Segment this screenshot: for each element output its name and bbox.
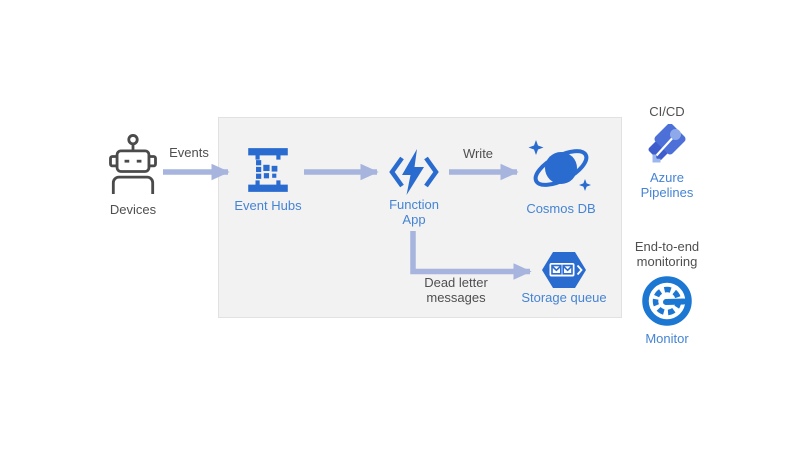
- monitor-gauge-icon: [642, 276, 692, 326]
- storage-queue-hexagon-icon: [542, 252, 586, 288]
- node-event-hubs: Event Hubs: [234, 145, 302, 213]
- monitor-label: Monitor: [645, 331, 689, 346]
- azure-pipelines-label: Azure Pipelines: [640, 170, 694, 201]
- cosmos-db-planet-icon: [528, 140, 591, 191]
- event-hubs-icon: [248, 148, 288, 192]
- edge-label-dead-letter-messages: Dead letter messages: [424, 275, 488, 306]
- event-hubs-label: Event Hubs: [234, 198, 302, 213]
- storage-queue-label: Storage queue: [521, 290, 607, 305]
- devices-label: Devices: [109, 202, 157, 217]
- node-cosmos-db: Cosmos DB: [526, 137, 596, 216]
- node-monitor: End-to-end monitoring Monitor: [635, 239, 699, 346]
- node-function-app: Function App: [387, 148, 441, 227]
- node-storage-queue: Storage queue: [521, 251, 607, 305]
- cosmos-db-label: Cosmos DB: [526, 201, 596, 216]
- function-app-lightning-icon: [389, 149, 439, 195]
- edge-label-write: Write: [462, 146, 494, 161]
- function-app-label: Function App: [389, 197, 439, 228]
- robot-icon: [109, 134, 157, 194]
- node-devices: Devices: [103, 132, 163, 217]
- edge-label-events: Events: [169, 145, 209, 160]
- azure-pipelines-rocket-icon: [648, 124, 686, 163]
- cicd-annotation: CI/CD: [649, 104, 685, 119]
- node-azure-pipelines: CI/CD Azure Pipelines: [641, 104, 694, 200]
- end-to-end-monitoring-annotation: End-to-end monitoring: [634, 239, 700, 270]
